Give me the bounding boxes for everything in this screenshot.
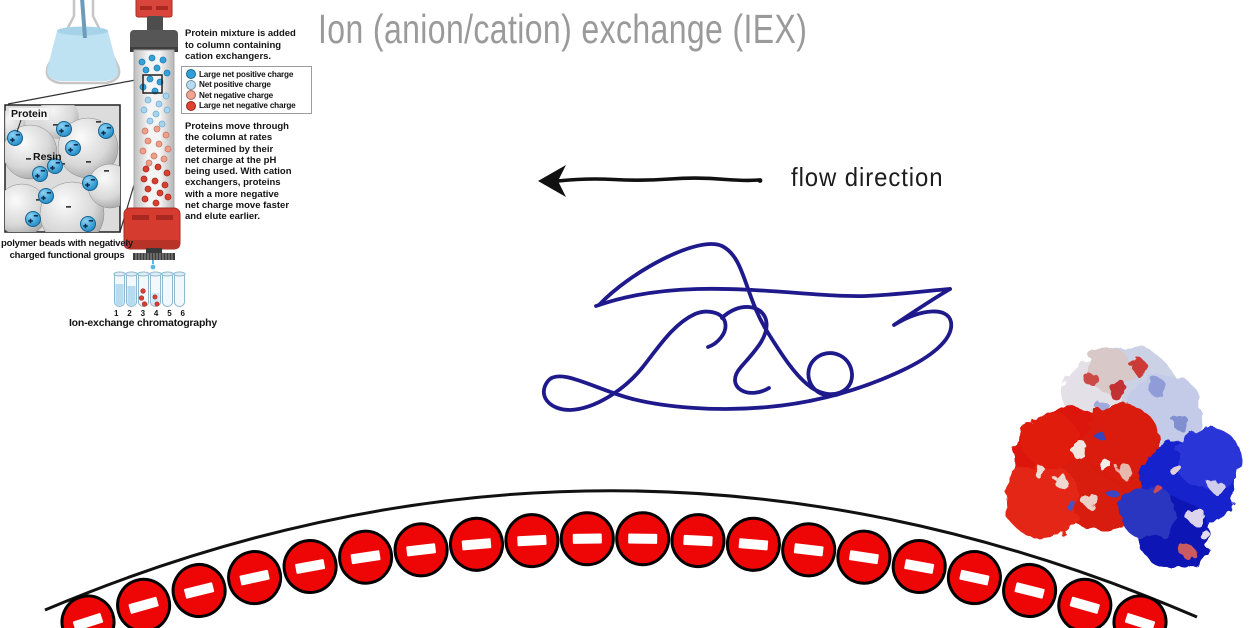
negative-bead [171,563,227,618]
drip [150,260,156,270]
minus-symbol [1124,613,1156,628]
charged-membrane [44,489,1198,628]
negative-bead [781,522,837,578]
protein-surface-image [1004,346,1240,570]
minus-symbol [461,538,492,551]
minus-symbol [1069,596,1100,614]
legend-dot-positive [186,79,196,90]
column-stopper-neck [147,16,163,32]
eluted-protein-dots [138,288,160,307]
minus-symbol [128,596,159,614]
legend-row: Large net negative charge [186,100,311,111]
flask-tube [80,0,87,39]
minus-symbol [517,534,547,547]
minus-symbol [184,582,215,599]
negative-bead [725,516,781,572]
negative-bead [1057,577,1113,628]
negative-bead [227,550,283,606]
minus-symbol [848,550,879,565]
column-charge-dots [138,54,172,207]
flow-direction-arrow [538,165,763,197]
slide-title: Ion (anion/cation) exchange (IEX) [318,6,808,52]
minus-symbol [683,534,713,547]
minus-symbol [1014,582,1045,599]
handwritten-squiggle [541,242,953,412]
negative-bead [670,513,726,569]
negative-bead [116,577,172,628]
negative-bead [1112,594,1168,628]
inset-protein-label: Protein [9,108,50,120]
tube-numbers: 1 2 3 4 5 6 [114,309,185,318]
legend-row: Net negative charge [186,90,311,101]
arrowhead [538,165,566,197]
legend-dot-large-positive [186,69,196,80]
nozzle-hatch [133,253,175,260]
resin-inset [4,104,121,233]
negative-bead [338,529,394,585]
tube1-liquid [115,284,124,306]
negative-bead [393,522,449,578]
bead-row [60,511,1168,628]
charge-legend: Large net positive charge Net positive c… [181,66,312,114]
minus-symbol [295,559,326,574]
legend-row: Net positive charge [186,79,311,90]
ion-exchange-figure-art [4,0,186,307]
membrane-curve-line [44,489,1198,619]
negative-bead [946,550,1002,606]
negative-bead [836,529,892,585]
figure-body-text: Proteins move through the column at rate… [185,121,292,223]
flask [45,0,121,85]
polymer-beads-caption: polymer beads with negatively charged fu… [1,238,133,261]
column-stopper-flange [130,30,178,52]
minus-symbol [904,559,935,574]
inset-resin-label: Resin [33,151,62,163]
minus-symbol [72,613,104,628]
negative-bead [615,511,671,567]
minus-symbol [239,569,270,586]
figure-bottom-caption: Ion-exchange chromatography [68,317,218,329]
legend-row: Large net positive charge [186,69,311,80]
negative-bead [1002,563,1058,618]
legend-dot-large-negative [186,100,196,111]
ion-exchange-figure: Protein mixture is added to column conta… [0,0,322,340]
minus-symbol [572,533,602,544]
flow-direction-label: flow direction [791,162,944,192]
figure-caption-top: Protein mixture is added to column conta… [185,28,296,62]
minus-symbol [959,569,990,586]
minus-symbol [738,538,769,551]
test-tubes [113,271,186,307]
minus-symbol [793,543,824,557]
column-zoom-window [142,74,163,94]
negative-bead [559,511,615,567]
minus-symbol [406,543,436,557]
negative-bead [60,594,116,628]
negative-bead [449,516,504,572]
legend-dot-negative [186,90,196,101]
minus-symbol [350,550,381,565]
tube2-liquid [127,286,136,306]
negative-bead [891,539,947,594]
column-nozzle [146,248,162,254]
blue-lobe [1120,426,1240,570]
column [123,0,181,270]
negative-bead [282,539,338,594]
minus-symbol [628,533,658,544]
negative-bead [504,513,560,569]
